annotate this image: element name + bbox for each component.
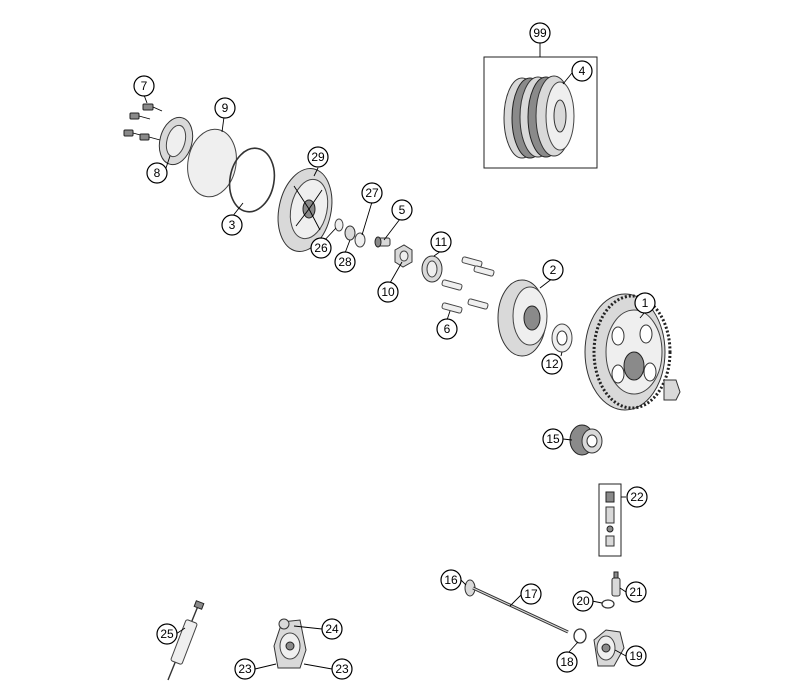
callout-17: 17 xyxy=(520,583,542,605)
svg-text:4: 4 xyxy=(579,64,586,78)
callout-21: 21 xyxy=(625,581,647,603)
bolts-part-7 xyxy=(123,103,163,141)
washer-part-26 xyxy=(334,218,344,232)
inner-hub-part-2 xyxy=(497,279,548,357)
svg-text:3: 3 xyxy=(229,218,236,232)
svg-text:15: 15 xyxy=(546,432,560,446)
callout-99: 99 xyxy=(529,22,551,44)
clutch-kit-99-group xyxy=(483,56,598,169)
washer-part-28 xyxy=(344,225,356,241)
callout-25: 25 xyxy=(156,623,178,645)
callout-3: 3 xyxy=(221,214,243,236)
callout-18: 18 xyxy=(556,651,578,673)
callout-1: 1 xyxy=(634,292,656,314)
svg-text:2: 2 xyxy=(550,263,557,277)
callout-23-right: 23 xyxy=(331,658,353,680)
callout-16: 16 xyxy=(440,569,462,591)
callout-22: 22 xyxy=(626,486,648,508)
svg-text:26: 26 xyxy=(314,241,328,255)
o-ring-part-18 xyxy=(573,628,587,644)
callout-4: 4 xyxy=(571,60,593,82)
svg-text:5: 5 xyxy=(399,203,406,217)
svg-text:6: 6 xyxy=(444,322,451,336)
svg-text:1: 1 xyxy=(642,296,649,310)
callout-12: 12 xyxy=(541,353,563,375)
svg-text:19: 19 xyxy=(629,649,643,663)
callout-24: 24 xyxy=(321,618,343,640)
svg-text:8: 8 xyxy=(154,166,161,180)
slave-cylinder-part-19 xyxy=(593,629,625,667)
fitting-part-21 xyxy=(611,571,621,597)
svg-text:21: 21 xyxy=(629,585,643,599)
bleeder-kit-part-22 xyxy=(598,483,622,557)
callout-26: 26 xyxy=(310,237,332,259)
callouts: 99 4 7 9 8 3 29 27 5 26 28 10 11 6 2 1 1… xyxy=(133,22,656,680)
svg-text:29: 29 xyxy=(311,150,325,164)
svg-text:16: 16 xyxy=(444,573,458,587)
seal-ring-part-20 xyxy=(601,599,615,609)
svg-text:11: 11 xyxy=(435,235,448,249)
clutch-kit-box xyxy=(483,56,598,169)
clutch-pack-part-4 xyxy=(503,75,575,159)
callout-9: 9 xyxy=(214,97,236,119)
svg-text:20: 20 xyxy=(576,594,590,608)
callout-27: 27 xyxy=(361,182,383,204)
callout-15: 15 xyxy=(542,428,564,450)
svg-text:27: 27 xyxy=(365,186,379,200)
callout-7: 7 xyxy=(133,75,155,97)
gear-part-15 xyxy=(569,424,603,456)
callout-11: 11 xyxy=(430,231,452,253)
callout-20: 20 xyxy=(572,590,594,612)
syringe-part-25 xyxy=(167,600,205,681)
svg-text:10: 10 xyxy=(381,285,395,299)
callout-10: 10 xyxy=(377,281,399,303)
washer-part-27 xyxy=(354,232,366,248)
svg-text:22: 22 xyxy=(630,490,644,504)
svg-text:12: 12 xyxy=(545,357,559,371)
pins-part-6 xyxy=(441,256,495,314)
pin-part-5 xyxy=(374,236,391,248)
svg-text:28: 28 xyxy=(338,255,352,269)
callout-29: 29 xyxy=(307,146,329,168)
callout-6: 6 xyxy=(436,318,458,340)
o-ring-part-3 xyxy=(228,147,276,213)
clutch-basket-part-1 xyxy=(584,293,681,411)
svg-text:25: 25 xyxy=(160,627,174,641)
washer-part-12 xyxy=(551,323,573,353)
callout-5: 5 xyxy=(391,199,413,221)
flange-ring-part-8 xyxy=(158,116,194,166)
bearing-part-11 xyxy=(421,255,443,283)
plate-part-9 xyxy=(187,128,237,198)
svg-text:23: 23 xyxy=(238,662,252,676)
callout-19: 19 xyxy=(625,645,647,667)
svg-text:18: 18 xyxy=(560,655,574,669)
pressure-plate-part-29 xyxy=(277,168,333,252)
nut-part-10 xyxy=(394,244,413,268)
master-cylinder-part-24 xyxy=(273,618,307,669)
push-rod-part-17 xyxy=(464,579,569,634)
callout-8: 8 xyxy=(146,162,168,184)
callout-23-left: 23 xyxy=(234,658,256,680)
svg-text:17: 17 xyxy=(524,587,538,601)
callout-28: 28 xyxy=(334,251,356,273)
callout-2: 2 xyxy=(542,259,564,281)
svg-text:23: 23 xyxy=(335,662,349,676)
svg-text:99: 99 xyxy=(533,26,547,40)
svg-text:7: 7 xyxy=(141,79,148,93)
svg-text:9: 9 xyxy=(222,101,229,115)
svg-text:24: 24 xyxy=(325,622,339,636)
